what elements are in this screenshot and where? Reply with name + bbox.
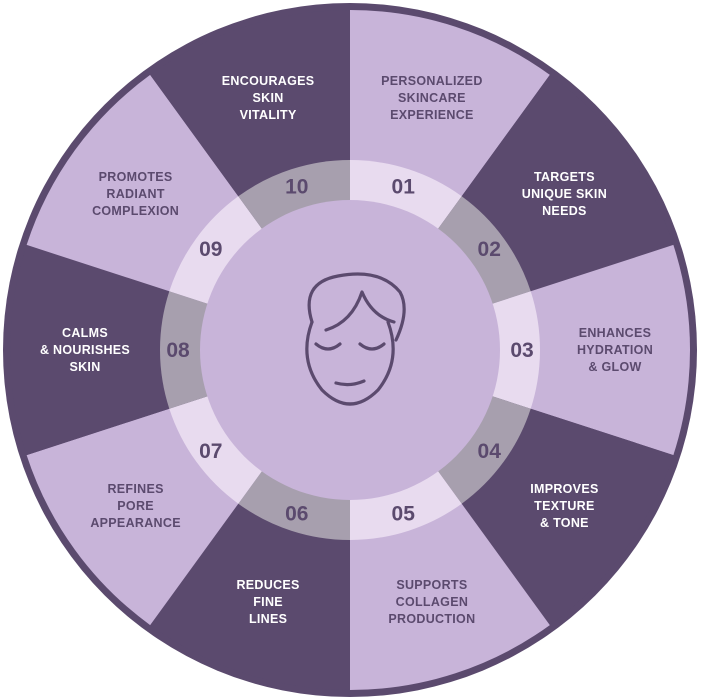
segment-number-01: 01	[392, 175, 416, 198]
segment-label-line: SKINCARE	[398, 91, 466, 105]
segment-label-05: SUPPORTS COLLAGEN PRODUCTION	[388, 578, 475, 626]
segment-number-02: 02	[478, 238, 501, 261]
hair-fringe	[324, 290, 396, 332]
segment-number-07: 07	[199, 440, 222, 463]
labels-layer: PERSONALIZED SKINCARE EXPERIENCE TARGETS UNI…	[40, 74, 653, 626]
segment-label-line: COLLAGEN	[396, 595, 469, 609]
segment-label-line: & TONE	[540, 516, 589, 530]
segment-label-line: HYDRATION	[577, 343, 653, 357]
segment-label-10: ENCOURAGES SKIN VITALITY	[222, 74, 315, 122]
segment-label-line: COMPLEXION	[92, 204, 179, 218]
segment-label-line: FINE	[253, 595, 283, 609]
segment-label-line: UNIQUE SKIN	[522, 187, 607, 201]
segment-label-line: ENCOURAGES	[222, 74, 315, 88]
segment-label-04: IMPROVES TEXTURE & TONE	[530, 482, 598, 530]
mouth	[334, 379, 366, 387]
face-relaxed-icon	[305, 272, 406, 406]
segment-number-08: 08	[166, 339, 190, 362]
segment-label-line: IMPROVES	[530, 482, 598, 496]
segment-label-08: CALMS & NOURISHES SKIN	[40, 326, 130, 374]
segment-label-03: ENHANCES HYDRATION & GLOW	[577, 326, 653, 374]
segment-label-line: REFINES	[107, 482, 163, 496]
segment-label-line: APPEARANCE	[90, 516, 181, 530]
segment-label-line: LINES	[249, 612, 287, 626]
face-outline	[305, 320, 395, 406]
segment-number-09: 09	[199, 238, 222, 261]
segment-label-02: TARGETS UNIQUE SKIN NEEDS	[522, 170, 607, 218]
closed-eye-left	[314, 342, 342, 351]
segment-number-03: 03	[510, 339, 533, 362]
segment-label-line: RADIANT	[106, 187, 164, 201]
segment-label-line: EXPERIENCE	[390, 108, 474, 122]
hair-outline	[307, 272, 406, 342]
segment-label-line: ENHANCES	[579, 326, 652, 340]
segment-label-line: PROMOTES	[99, 170, 173, 184]
segment-label-line: NEEDS	[542, 204, 587, 218]
segment-label-line: CALMS	[62, 326, 108, 340]
segment-label-line: PORE	[117, 499, 154, 513]
segment-label-line: SKIN	[253, 91, 284, 105]
segment-label-line: & NOURISHES	[40, 343, 130, 357]
segment-number-04: 04	[478, 440, 502, 463]
segment-label-01: PERSONALIZED SKINCARE EXPERIENCE	[381, 74, 483, 122]
segment-label-line: SKIN	[69, 360, 100, 374]
segment-label-line: & GLOW	[588, 360, 641, 374]
segment-label-06: REDUCES FINE LINES	[236, 578, 299, 626]
segment-label-line: TEXTURE	[534, 499, 594, 513]
segment-label-line: REDUCES	[236, 578, 299, 592]
segment-label-line: VITALITY	[240, 108, 297, 122]
segment-number-05: 05	[392, 503, 416, 526]
closed-eye-right	[358, 342, 386, 351]
segment-number-10: 10	[285, 175, 308, 198]
segment-label-09: PROMOTES RADIANT COMPLEXION	[92, 170, 179, 218]
segment-label-line: SUPPORTS	[396, 578, 467, 592]
segment-label-line: PERSONALIZED	[381, 74, 483, 88]
center-disc	[200, 200, 500, 500]
segment-label-07: REFINES PORE APPEARANCE	[90, 482, 181, 530]
segment-number-06: 06	[285, 503, 308, 526]
segment-label-line: TARGETS	[534, 170, 595, 184]
numbers-layer: 01 02 03 04 05 06 07 08 09 10	[166, 175, 533, 525]
segment-label-line: PRODUCTION	[388, 612, 475, 626]
